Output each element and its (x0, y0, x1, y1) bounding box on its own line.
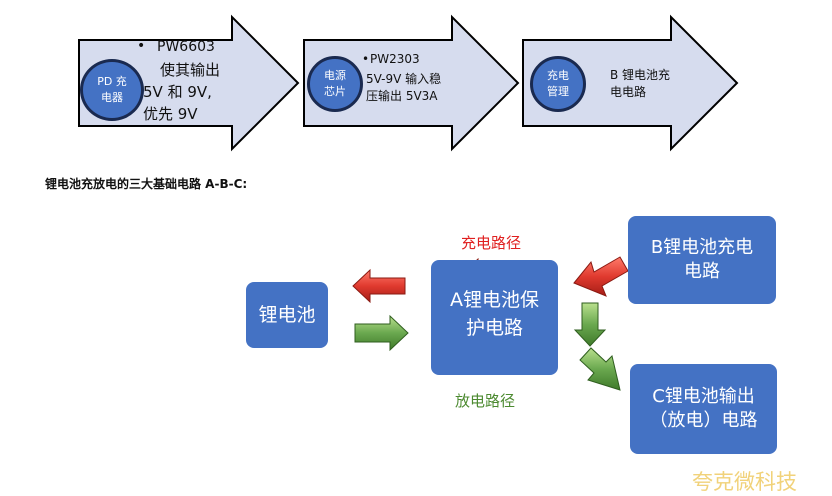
pd-charger-circle: PD 充 电器 (80, 59, 144, 121)
discharge-arrow-to-c (579, 347, 621, 391)
flow-arrow-3 (522, 14, 739, 152)
stage2-desc-line1: 5V-9V 输入稳 (366, 72, 442, 86)
watermark: 夸克微科技 (692, 470, 797, 494)
stage1-desc-line2: 5V 和 9V, (143, 83, 212, 101)
stage3-desc-line2: 电电路 (610, 85, 647, 99)
discharge-path-label: 放电路径 (455, 392, 516, 410)
charge-arrow-from-b (573, 256, 629, 297)
circuit-b-box: B锂电池充电 电路 (628, 216, 776, 304)
stage2-desc-line2: 压输出 5V3A (366, 89, 438, 103)
section-heading: 锂电池充放电的三大基础电路 A-B-C: (45, 177, 248, 191)
stage3-desc-line1: B 锂电池充 (610, 68, 671, 82)
discharge-arrow-outer (354, 314, 409, 352)
flow-arrow-1 (78, 14, 300, 152)
flow-arrow-2 (303, 14, 520, 152)
charge-manager-circle: 充电 管理 (530, 56, 586, 112)
circuit-c-box: C锂电池输出 （放电）电路 (630, 364, 777, 454)
bullet-1: • (137, 38, 146, 54)
stage1-desc-line3: 优先 9V (143, 105, 198, 123)
stage1-desc-line1: 使其输出 (160, 61, 221, 79)
chip-pw2303: PW2303 (370, 52, 420, 66)
charge-arrow-outer (352, 268, 406, 304)
discharge-arrow-down (573, 302, 607, 347)
charge-path-label: 充电路径 (461, 234, 522, 252)
circuit-a-box: A锂电池保 护电路 (431, 260, 558, 375)
power-chip-circle: 电源 芯片 (307, 56, 363, 112)
bullet-2: • (362, 52, 370, 66)
battery-box: 锂电池 (246, 282, 328, 348)
chip-pw6603: PW6603 (157, 39, 215, 55)
